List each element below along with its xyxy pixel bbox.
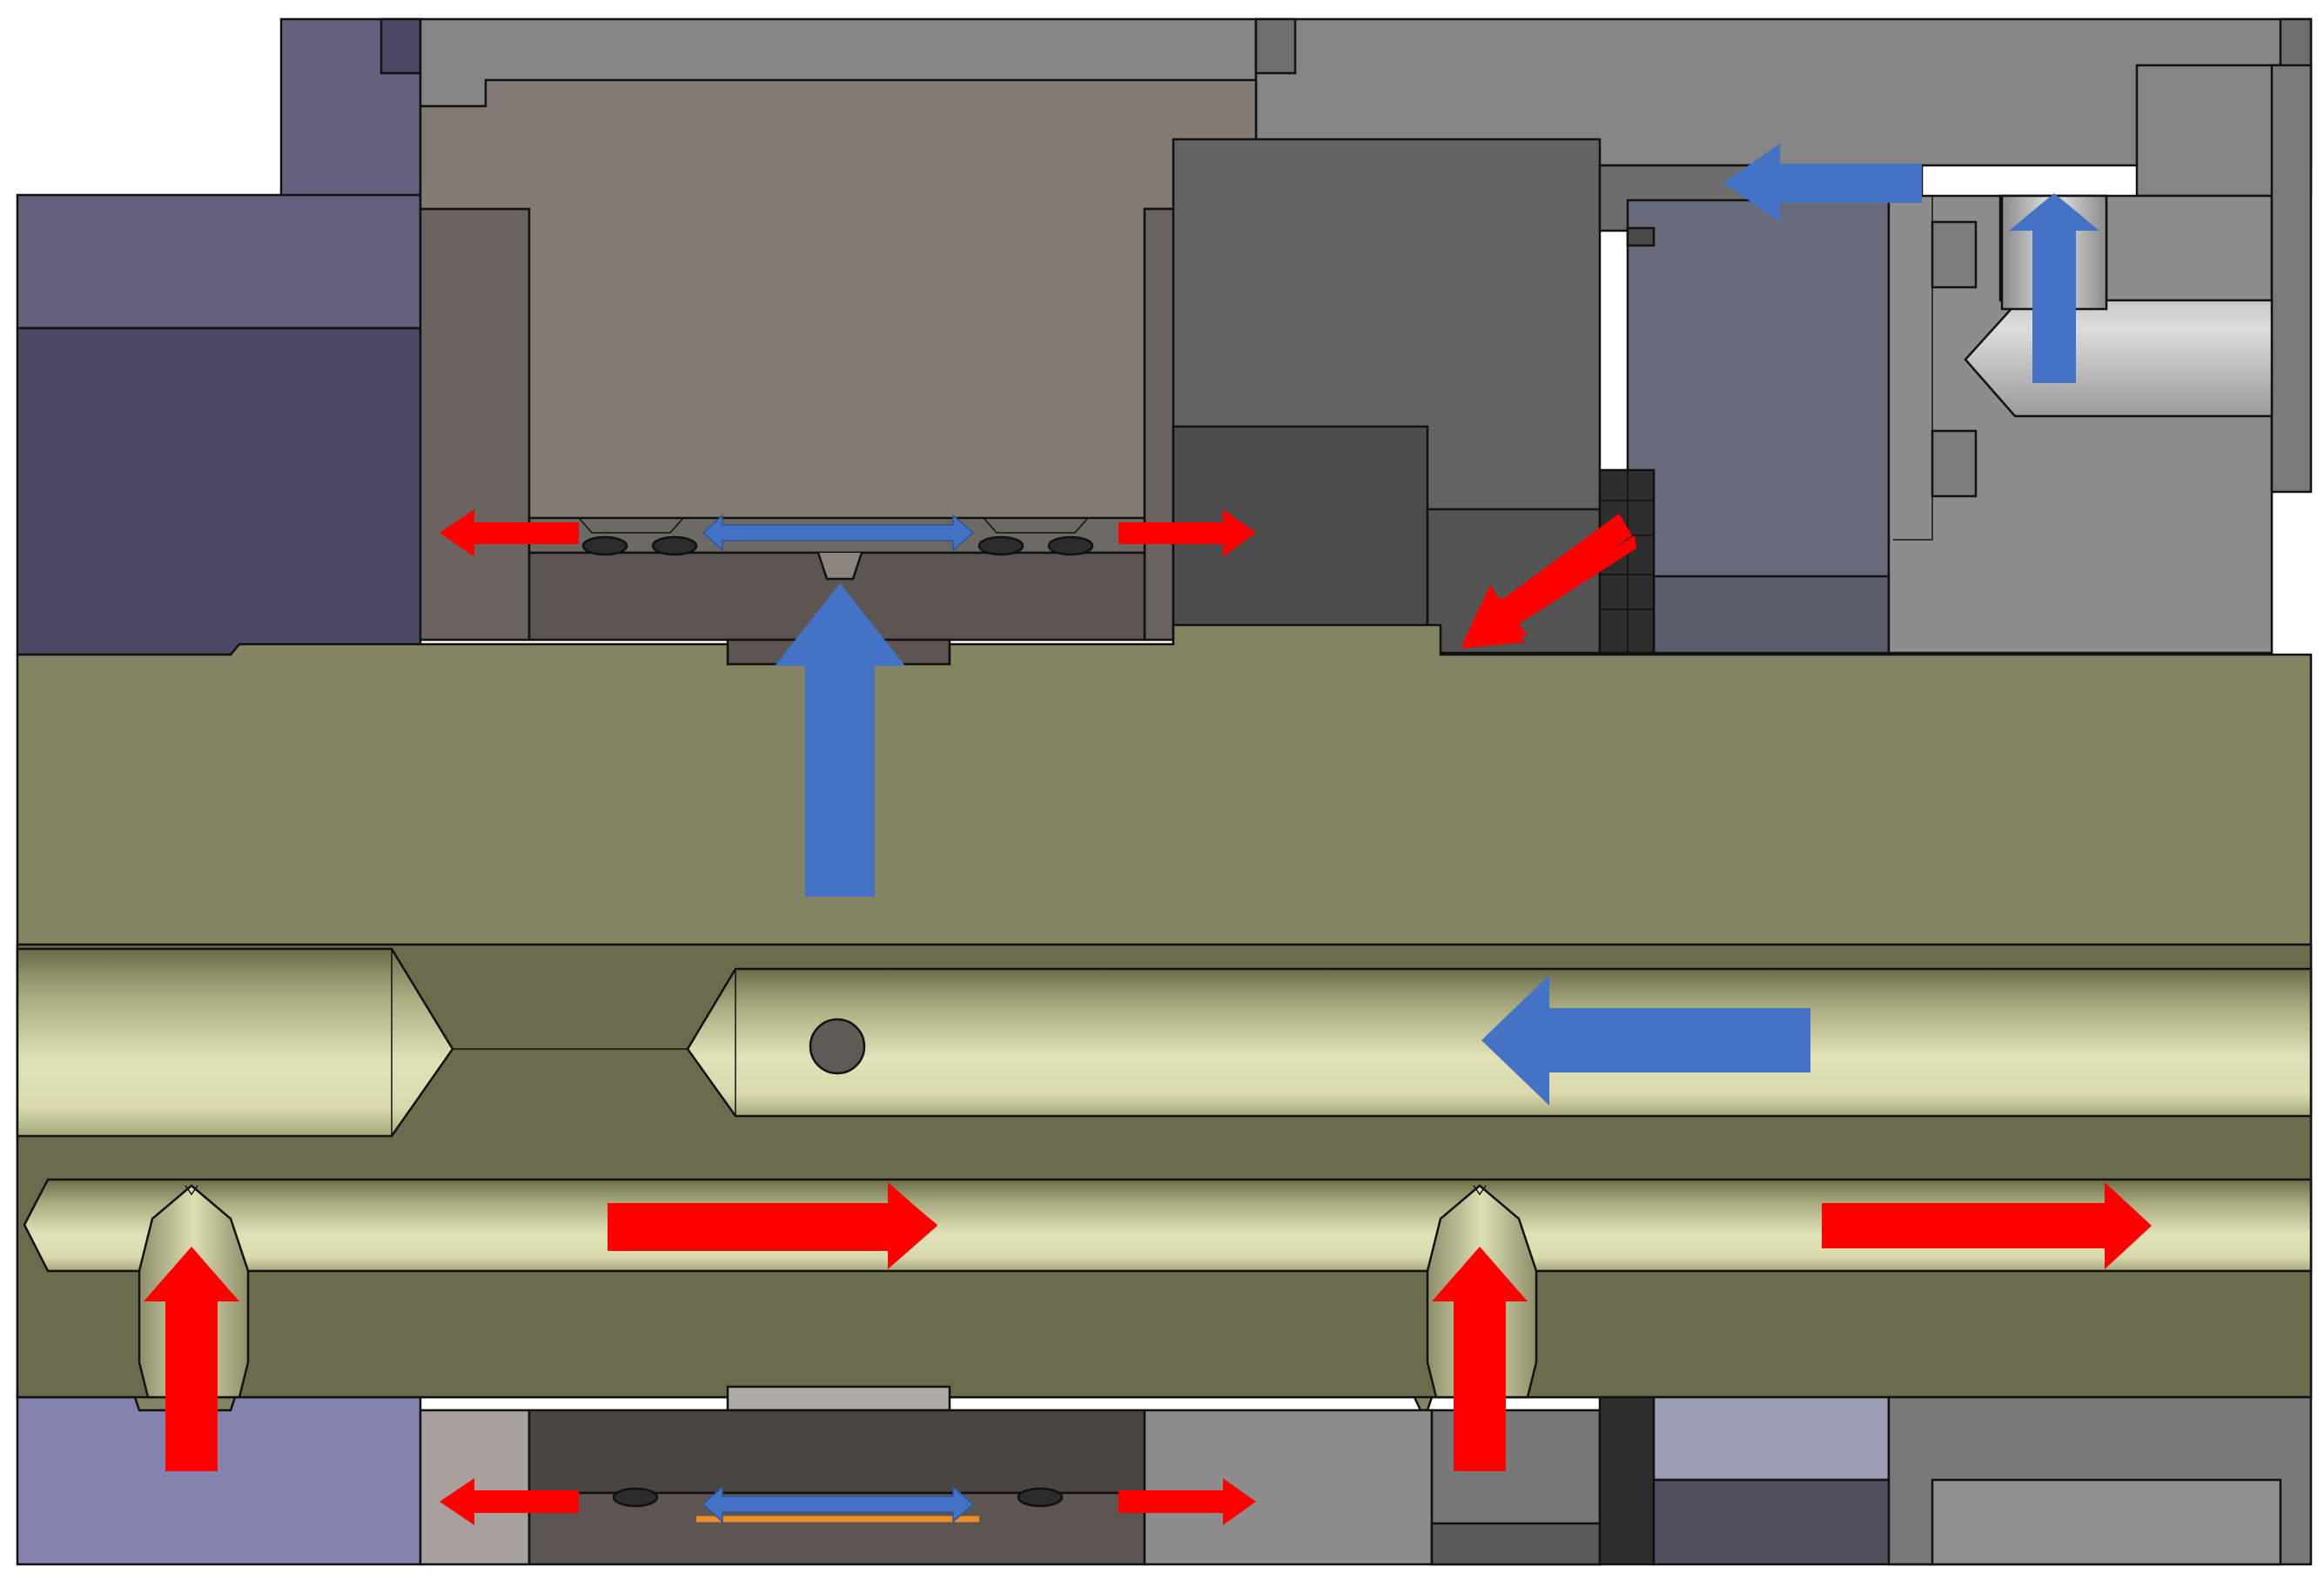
left-housing-notch xyxy=(379,17,422,75)
arrow-icon xyxy=(144,1247,239,1471)
bearing-ball xyxy=(651,535,698,556)
arrow-icon xyxy=(2009,193,2099,383)
arrow-icon xyxy=(1723,144,1922,222)
left-housing xyxy=(16,17,422,1566)
bearing-center-nozzle xyxy=(816,552,863,581)
bearing-race-profile xyxy=(578,517,1089,534)
arrow-icon xyxy=(1481,975,1810,1106)
left-housing-bottom xyxy=(16,1391,422,1566)
bearing-ball xyxy=(977,535,1024,556)
arrow-icon xyxy=(1118,1478,1256,1525)
lower-bore-main xyxy=(23,1178,2313,1273)
bearing-ball xyxy=(612,1487,659,1508)
lower-key xyxy=(726,1385,951,1412)
bearing-ball xyxy=(581,535,628,556)
lower-right-housing-step xyxy=(1931,1478,2282,1566)
flow-arrows xyxy=(144,144,2152,1525)
lower-blue-grey-block-bottom xyxy=(1652,1478,1934,1566)
lower-light-block xyxy=(1143,1409,1434,1566)
lower-seal-stack xyxy=(1598,1395,1656,1566)
blue-grey-block-bottom xyxy=(1652,575,1891,655)
drill-point-mark xyxy=(185,1185,1487,1196)
double-arrow-icon xyxy=(702,514,975,552)
small-seal-block xyxy=(1626,226,1656,247)
lower-blue-grey-block xyxy=(1652,1395,1891,1482)
bearing-ball xyxy=(1017,1487,1064,1508)
bearing-housing-body xyxy=(419,78,1258,524)
lower-bearing-outer xyxy=(527,1409,1146,1495)
bearing-housing-side xyxy=(419,207,531,642)
arrow-icon xyxy=(608,1182,937,1269)
top-cover-notch xyxy=(1254,17,1297,75)
arrow-icon xyxy=(440,509,579,557)
light-grey-housing-step xyxy=(1931,429,1978,498)
light-grey-housing-outline xyxy=(1893,196,1933,541)
upper-bore-left xyxy=(16,947,454,1138)
lower-dark-block-bottom xyxy=(1430,1522,1602,1566)
bearing-ball xyxy=(1047,535,1094,556)
top-cover-right-tab xyxy=(2279,17,2313,69)
bearing-housing-right-side xyxy=(1143,207,1175,642)
light-grey-housing-step xyxy=(1931,220,1978,289)
arrow-icon xyxy=(1118,509,1256,557)
lower-brown-side xyxy=(419,1409,531,1566)
left-housing-lower xyxy=(16,326,422,656)
right-edge-column xyxy=(2270,64,2313,494)
lower-components xyxy=(419,1385,2313,1566)
arrow-icon xyxy=(1822,1182,2152,1269)
cross-hole xyxy=(809,1018,866,1075)
arrow-icon xyxy=(775,583,905,897)
arrow-icon xyxy=(1432,1247,1528,1471)
arrow-icon xyxy=(440,1478,579,1525)
bearing-balls-top xyxy=(578,517,1094,581)
arrow-icon xyxy=(1462,514,1632,644)
left-housing-upper xyxy=(16,193,422,330)
upper-bore xyxy=(16,947,2313,1138)
double-arrow-icon xyxy=(702,1485,975,1523)
